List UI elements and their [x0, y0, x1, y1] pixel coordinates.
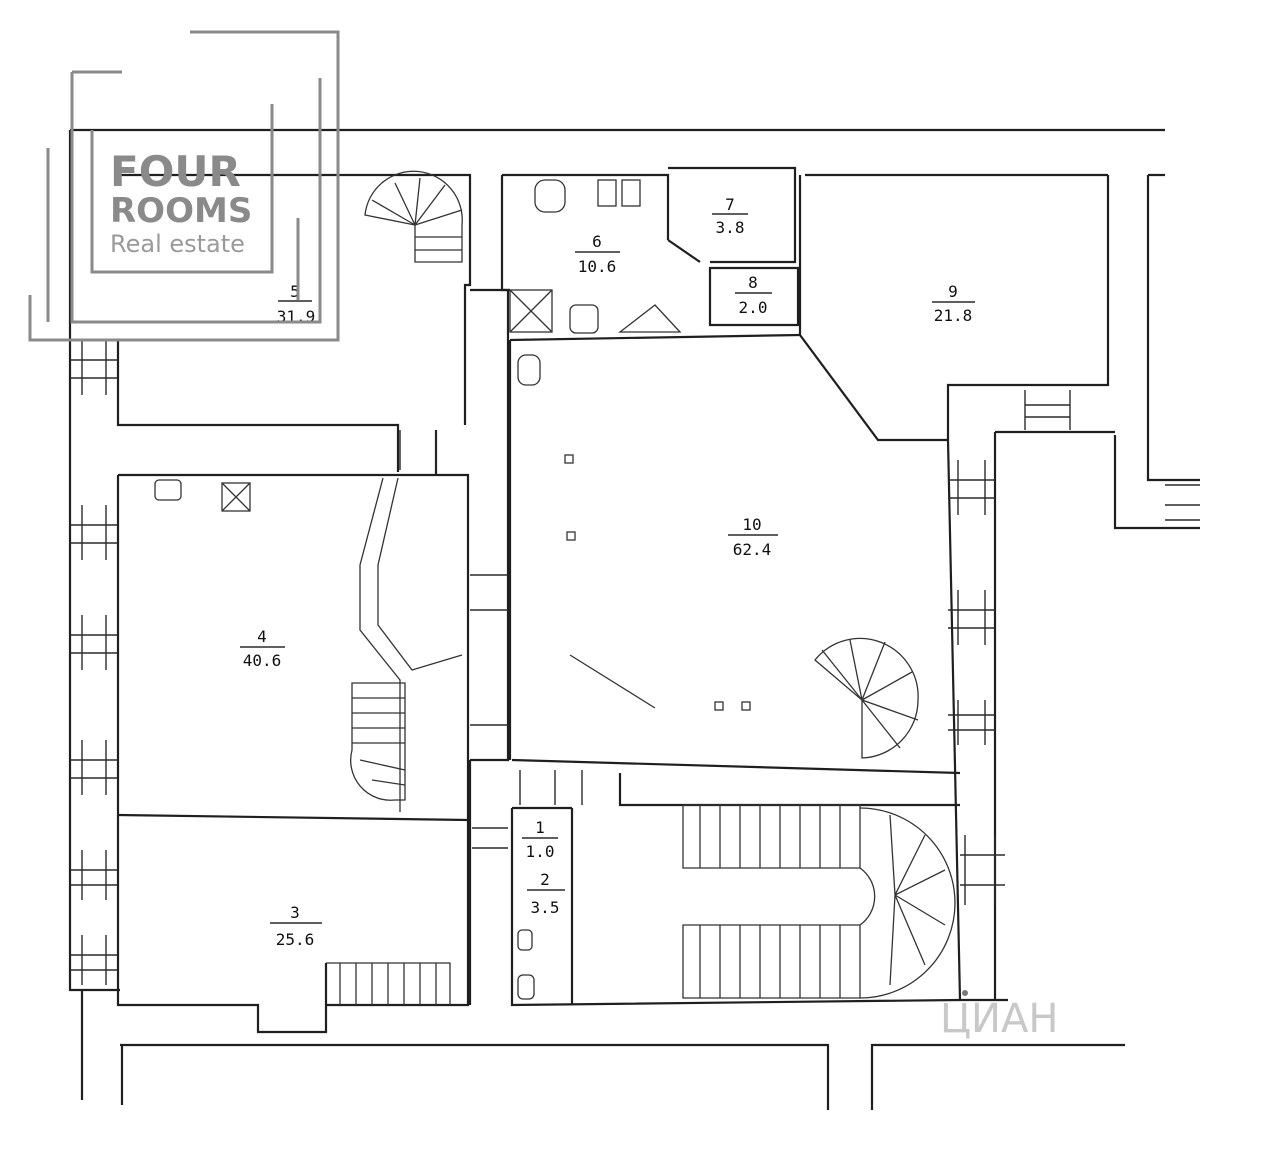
svg-text:1.0: 1.0 — [526, 842, 555, 861]
stairs — [326, 170, 956, 1005]
room-8-label: 8 2.0 — [735, 273, 772, 317]
room-7-label: 7 3.8 — [712, 195, 748, 237]
room-3-label: 3 25.6 — [270, 903, 322, 949]
room-labels: 5 31.9 6 10.6 7 3.8 8 2.0 9 21.8 10 62.4 — [240, 195, 975, 949]
svg-text:3.8: 3.8 — [716, 218, 745, 237]
windows — [70, 340, 1200, 985]
svg-text:4: 4 — [257, 627, 267, 646]
svg-text:10: 10 — [742, 515, 761, 534]
svg-text:10.6: 10.6 — [578, 257, 617, 276]
svg-text:3: 3 — [290, 903, 300, 922]
room-10-label: 10 62.4 — [728, 515, 778, 559]
svg-text:2: 2 — [540, 870, 550, 889]
svg-text:5: 5 — [290, 282, 300, 301]
svg-text:ЦИАН: ЦИАН — [940, 996, 1058, 1042]
room-9-label: 9 21.8 — [932, 282, 975, 325]
logo-rooms: ROOMS — [110, 191, 252, 231]
svg-text:40.6: 40.6 — [243, 651, 282, 670]
logo-four: FOUR — [110, 147, 241, 196]
room-5-label: 5 31.9 — [277, 282, 316, 326]
room-6-label: 6 10.6 — [575, 232, 620, 276]
room-4-label: 4 40.6 — [240, 627, 285, 670]
svg-text:3.5: 3.5 — [531, 898, 560, 917]
interior-walls — [117, 166, 1108, 1007]
room-1-label: 1 1.0 — [522, 818, 558, 861]
svg-text:9: 9 — [948, 282, 958, 301]
svg-text:8: 8 — [748, 273, 758, 292]
svg-text:25.6: 25.6 — [276, 930, 315, 949]
cian-watermark: ЦИАН — [940, 990, 1058, 1042]
room-2-label: 2 3.5 — [527, 870, 565, 917]
svg-text:7: 7 — [725, 195, 735, 214]
svg-text:21.8: 21.8 — [934, 306, 973, 325]
four-rooms-logo: FOUR ROOMS Real estate — [28, 30, 340, 342]
logo-real-estate: Real estate — [110, 230, 245, 258]
svg-text:6: 6 — [592, 232, 602, 251]
outer-walls — [68, 128, 1200, 1110]
svg-text:1: 1 — [535, 818, 545, 837]
fixtures — [154, 179, 751, 1000]
svg-text:62.4: 62.4 — [733, 540, 772, 559]
svg-text:2.0: 2.0 — [739, 298, 768, 317]
